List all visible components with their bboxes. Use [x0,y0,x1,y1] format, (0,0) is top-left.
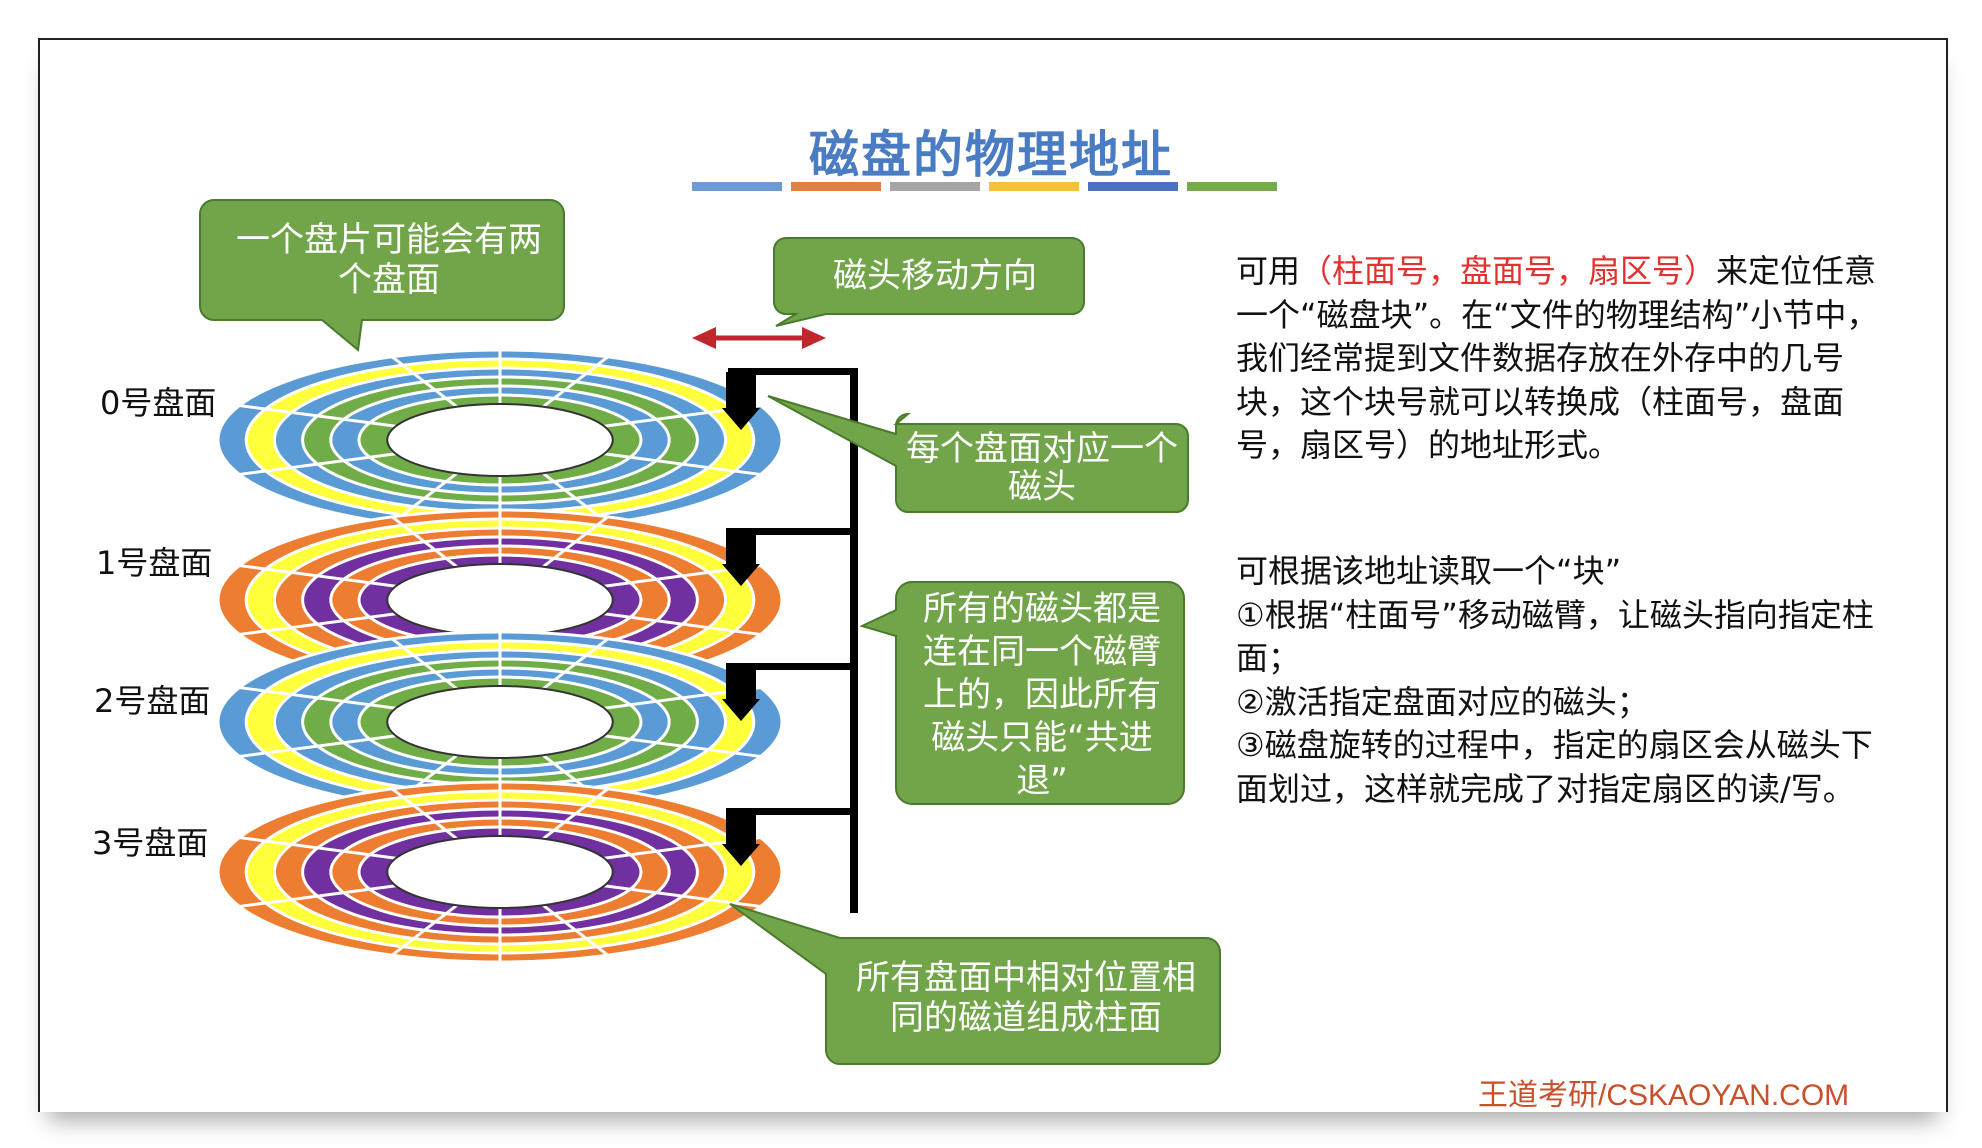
disk-heads [722,372,760,866]
platter-3 [216,780,784,964]
disk-label-1: 1号盘面 [96,544,213,582]
platters [216,348,784,964]
title-bar [791,182,881,191]
text-suffix: 来定位任意一个“磁盘块”。在“文件的物理结构”小节中，我们经常提到文件数据存放在… [1236,252,1879,464]
platter-0 [216,348,784,532]
address-tuple-highlight: （柱面号，盘面号，扇区号） [1300,252,1717,290]
callout-head-shape [767,395,1189,513]
read-write-head-1 [722,528,760,586]
platter-2 [216,630,784,814]
address-description: 可用（柱面号，盘面号，扇区号）来定位任意一个“磁盘块”。在“文件的物理结构”小节… [1236,250,1886,468]
read-step-1: ①根据“柱面号”移动磁臂，让磁头指向指定柱面； [1236,595,1874,678]
read-steps: 可根据该地址读取一个“块” ①根据“柱面号”移动磁臂，让磁头指向指定柱面； ②激… [1236,550,1886,811]
read-step-3: ③磁盘旋转的过程中，指定的扇区会从磁头下面划过，这样就完成了对指定扇区的读/写。 [1236,726,1873,808]
title-bar [890,182,980,191]
callout-two-sides: 一个盘片可能会有两个盘面 [236,220,542,300]
title-underline-bars [692,182,1277,191]
disk-arm [728,368,858,913]
callout-direction-shape [773,237,1085,327]
disk-label-2: 2号盘面 [94,682,211,720]
read-steps-intro: 可根据该地址读取一个“块” [1236,552,1622,590]
title-bar [1187,182,1277,191]
callout-shapes [199,199,1221,1065]
read-write-head-3 [722,808,760,866]
callout-same-arm: 所有的磁头都是连在同一个磁臂上的，因此所有磁头只能“共进退” [923,589,1161,801]
title-bar [989,182,1079,191]
callout-cylinder: 所有盘面中相对位置相同的磁道组成柱面 [856,958,1196,1038]
disk-label-3: 3号盘面 [92,824,209,862]
page-title: 磁盘的物理地址 [809,126,1173,184]
disk-label-0: 0号盘面 [100,384,217,422]
address-paragraph: 可用（柱面号，盘面号，扇区号）来定位任意一个“磁盘块”。在“文件的物理结构”小节… [1236,250,1886,468]
callout-cylinder-shape [729,903,1221,1065]
title-bar [1088,182,1178,191]
read-write-head-0 [722,372,760,430]
brand-footer: 王道考研/CSKAOYAN.COM [1478,1079,1850,1112]
callout-one-head: 每个盘面对应一个磁头 [906,429,1178,507]
callout-arm-shape [859,581,1185,805]
read-step-2: ②激活指定盘面对应的磁头； [1236,682,1649,721]
text-prefix: 可用 [1236,252,1301,290]
callout-two-sides-shape [199,199,565,352]
head-direction-arrow [692,327,826,349]
callout-head-direction: 磁头移动方向 [833,256,1037,296]
title-bar [692,182,782,191]
read-write-head-2 [722,663,760,721]
